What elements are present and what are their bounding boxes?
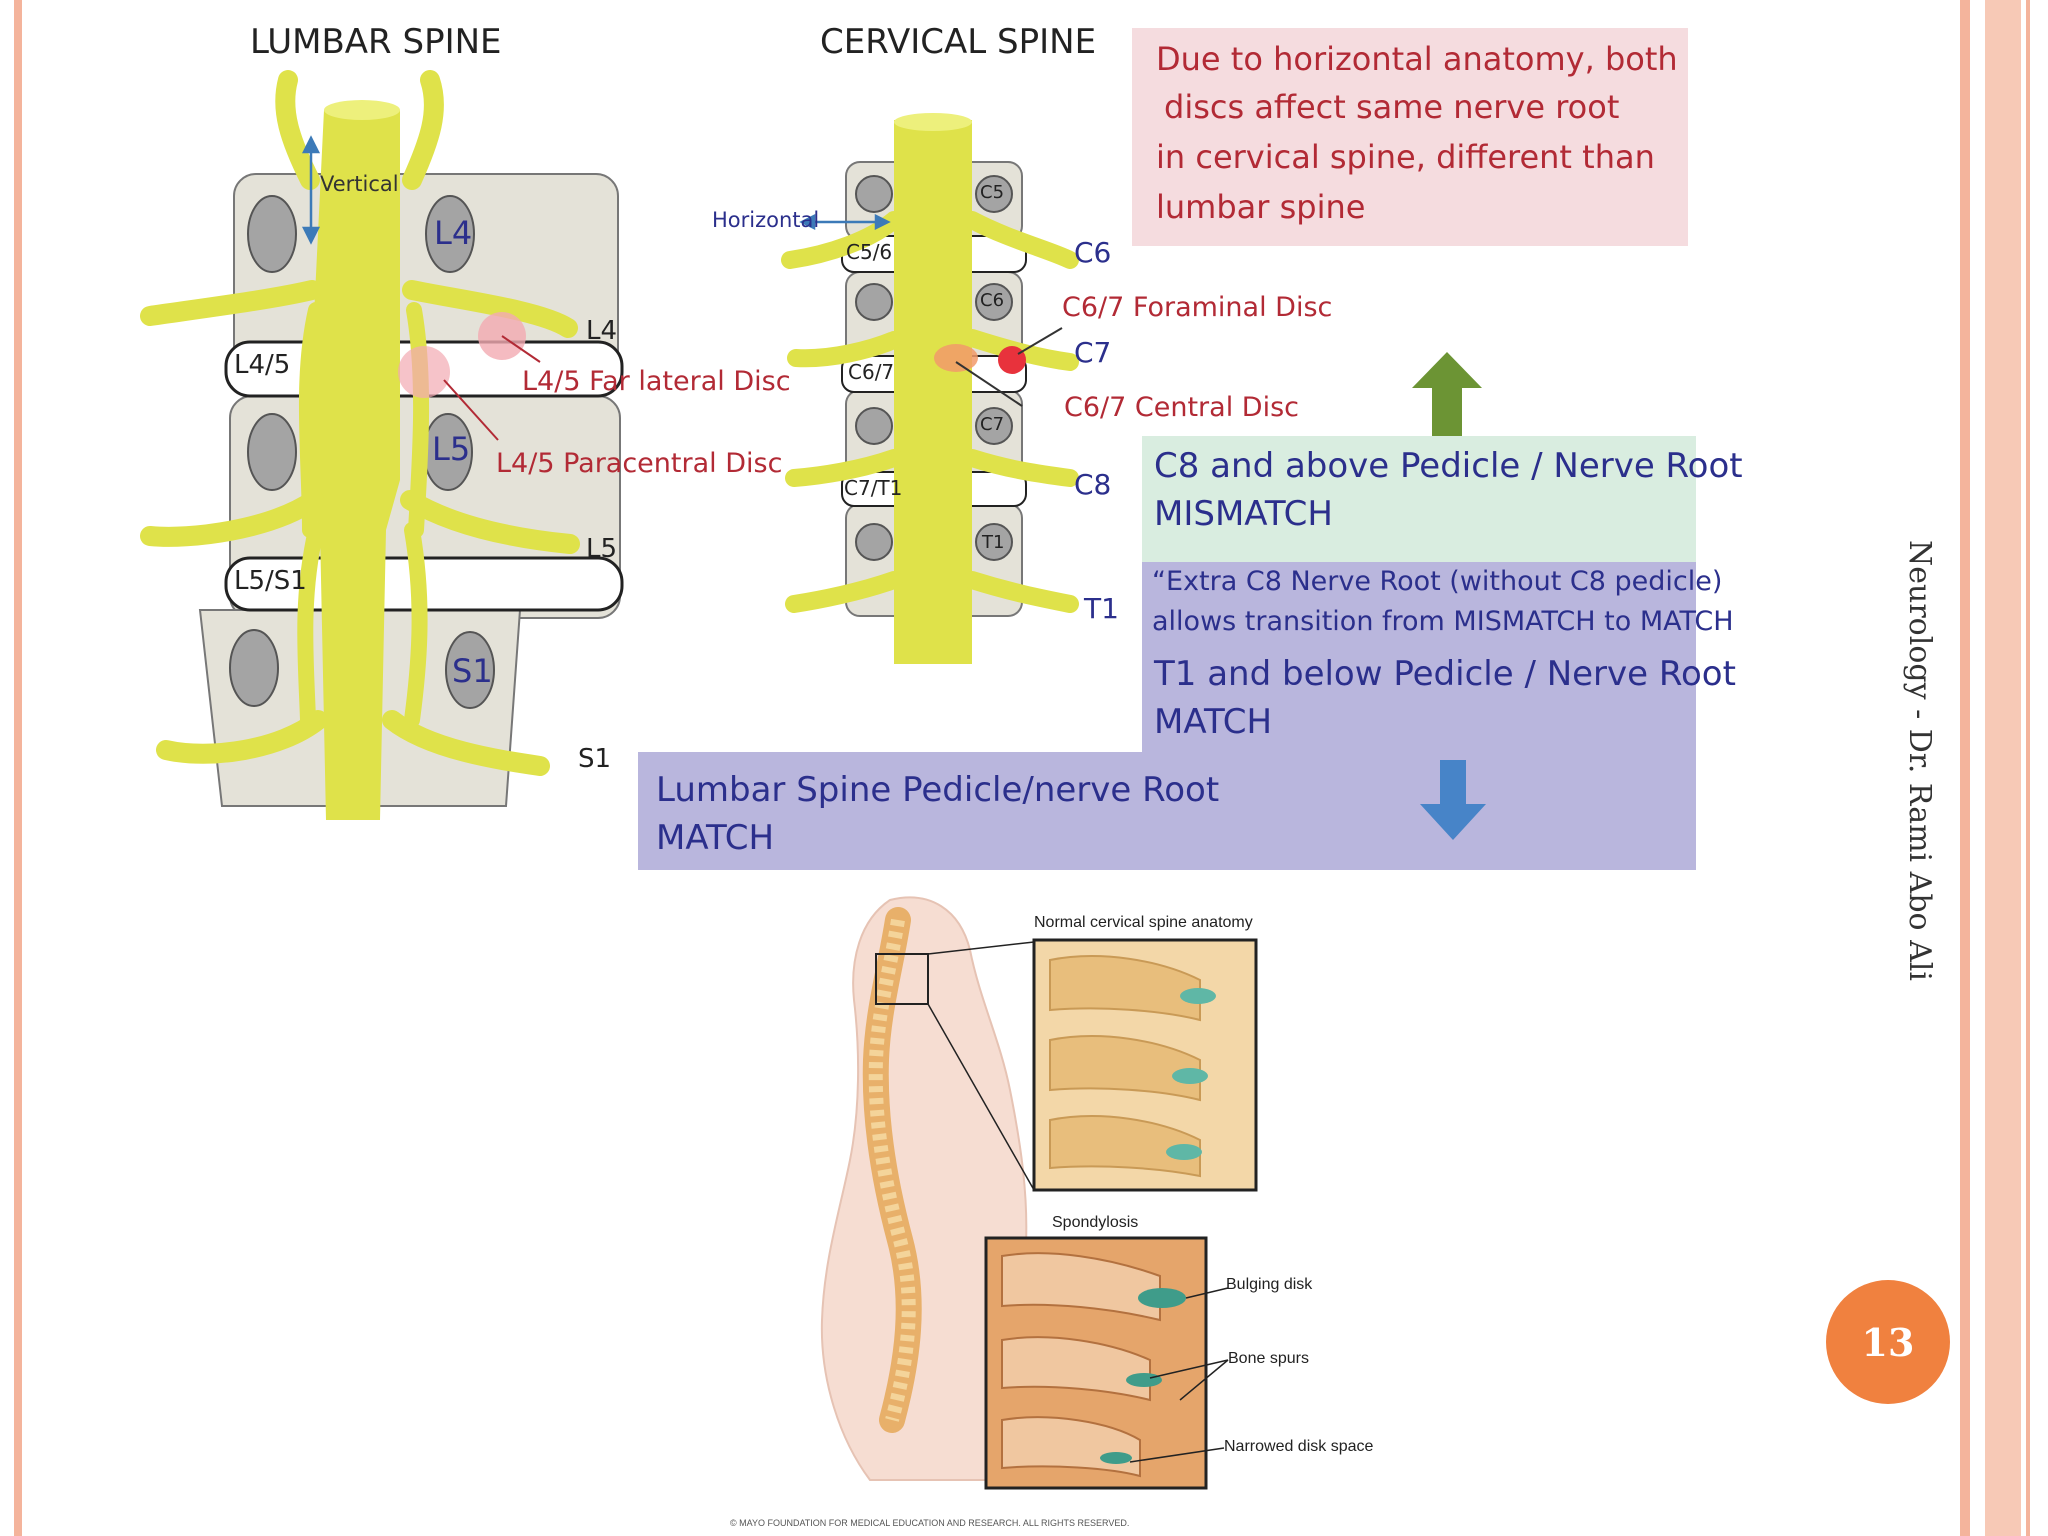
red-note-line-1: Due to horizontal anatomy, both bbox=[1156, 40, 1678, 78]
narrowed-disk-caption: Narrowed disk space bbox=[1224, 1438, 1374, 1455]
red-note-line-2: discs affect same nerve root bbox=[1164, 88, 1620, 126]
root-label-l5: L5 bbox=[586, 534, 618, 564]
extra-c8-note-2: allows transition from MISMATCH to MATCH bbox=[1152, 606, 1734, 637]
foraminal-label: C6/7 Foraminal Disc bbox=[1062, 292, 1333, 323]
normal-anatomy-caption: Normal cervical spine anatomy bbox=[1034, 914, 1253, 931]
match-box bbox=[1142, 562, 1696, 752]
spondylosis-caption: Spondylosis bbox=[1052, 1214, 1139, 1231]
right-border-line bbox=[2026, 0, 2030, 1536]
lumbar-nerve-roots bbox=[140, 70, 580, 776]
cervical-spinal-cord bbox=[894, 113, 972, 664]
pedicle-left-s1 bbox=[229, 629, 279, 707]
neck-highlight bbox=[875, 953, 929, 1005]
page-number-badge: 13 bbox=[1826, 1280, 1950, 1404]
normal-vertebrae bbox=[1049, 955, 1201, 1178]
cervical-nerve-roots bbox=[781, 211, 1079, 613]
author-side-text: Neurology - Dr. Rami Abo Ali bbox=[1902, 540, 1937, 981]
lumbar-match-line-2: MATCH bbox=[656, 818, 775, 858]
disc-label-c7t1: C7/T1 bbox=[844, 476, 903, 500]
spondylosis-vertebrae bbox=[1001, 1252, 1161, 1478]
pedicle-right-l4 bbox=[425, 195, 475, 273]
vertebra-label-c7: C7 bbox=[980, 414, 1005, 435]
extra-c8-note-1: “Extra C8 Nerve Root (without C8 pedicle… bbox=[1152, 566, 1723, 597]
red-note-line-3: in cervical spine, different than bbox=[1156, 138, 1655, 176]
cervical-diagram bbox=[781, 113, 1079, 664]
lumbar-spinal-cord bbox=[306, 100, 400, 820]
copyright-text: © MAYO FOUNDATION FOR MEDICAL EDUCATION … bbox=[730, 1518, 1130, 1528]
vertebra-label-l5: L5 bbox=[432, 430, 471, 468]
mismatch-line-1: C8 and above Pedicle / Nerve Root bbox=[1154, 446, 1743, 486]
mismatch-line-2: MISMATCH bbox=[1154, 494, 1333, 534]
vertebra-label-t1: T1 bbox=[982, 532, 1005, 553]
bulging-disk-caption: Bulging disk bbox=[1226, 1276, 1313, 1293]
central-label: C6/7 Central Disc bbox=[1064, 392, 1299, 423]
cervical-pedicles bbox=[855, 175, 1013, 561]
lumbar-diagram bbox=[140, 70, 624, 820]
spine-illustration bbox=[820, 896, 1258, 1490]
horizontal-anatomy-note bbox=[1132, 28, 1688, 246]
root-label-c7: C7 bbox=[1074, 336, 1112, 369]
vertebra-label-c6: C6 bbox=[980, 290, 1005, 311]
central-pointer bbox=[955, 361, 1023, 407]
match-line-1: T1 and below Pedicle / Nerve Root bbox=[1154, 654, 1736, 694]
right-border-inner bbox=[1985, 0, 2021, 1536]
match-line-2: MATCH bbox=[1154, 702, 1273, 742]
root-label-t1: T1 bbox=[1084, 592, 1119, 625]
root-label-c8: C8 bbox=[1074, 468, 1112, 501]
paracentral-pointer bbox=[443, 379, 499, 441]
normal-discs bbox=[1166, 988, 1216, 1160]
disc-label-l5s1: L5/S1 bbox=[234, 566, 307, 596]
horizontal-arrow bbox=[799, 213, 891, 231]
foraminal-pointer bbox=[1017, 327, 1063, 355]
vertical-label: Vertical bbox=[320, 172, 399, 196]
blue-down-arrow bbox=[1420, 760, 1486, 840]
root-label-l4: L4 bbox=[586, 316, 618, 346]
root-label-c6: C6 bbox=[1074, 236, 1112, 269]
vertebra-label-l4: L4 bbox=[434, 214, 473, 252]
right-border-outer bbox=[1960, 0, 1970, 1536]
horizontal-label: Horizontal bbox=[712, 208, 820, 232]
disc-label-c56: C5/6 bbox=[846, 240, 893, 264]
pedicle-right-s1 bbox=[445, 631, 495, 709]
spondylosis-discs bbox=[1100, 1288, 1186, 1464]
far-lateral-label: L4/5 Far lateral Disc bbox=[522, 366, 791, 397]
bone-spurs-caption: Bone spurs bbox=[1228, 1350, 1309, 1367]
central-disc bbox=[934, 344, 978, 372]
root-label-s1: S1 bbox=[578, 744, 612, 774]
far-lateral-pointer bbox=[501, 335, 541, 363]
vertebra-label-c5: C5 bbox=[980, 182, 1005, 203]
left-border bbox=[14, 0, 22, 1536]
red-note-line-4: lumbar spine bbox=[1156, 188, 1366, 226]
cervical-title: CERVICAL SPINE bbox=[820, 22, 1097, 62]
lumbar-match-box bbox=[638, 752, 1696, 870]
vertical-arrow bbox=[301, 135, 321, 245]
green-up-arrow bbox=[1412, 352, 1482, 436]
disc-label-l45: L4/5 bbox=[234, 350, 291, 380]
disc-label-c67: C6/7 bbox=[848, 360, 895, 384]
vertebra-label-s1: S1 bbox=[452, 652, 493, 690]
paracentral-disc bbox=[398, 346, 450, 398]
foraminal-disc bbox=[998, 346, 1026, 374]
paracentral-label: L4/5 Paracentral Disc bbox=[496, 448, 783, 479]
lumbar-match-line-1: Lumbar Spine Pedicle/nerve Root bbox=[656, 770, 1220, 810]
pedicle-left-l5 bbox=[247, 413, 297, 491]
pedicle-left-l4 bbox=[247, 195, 297, 273]
mismatch-box bbox=[1142, 436, 1696, 562]
lumbar-title: LUMBAR SPINE bbox=[250, 22, 502, 62]
